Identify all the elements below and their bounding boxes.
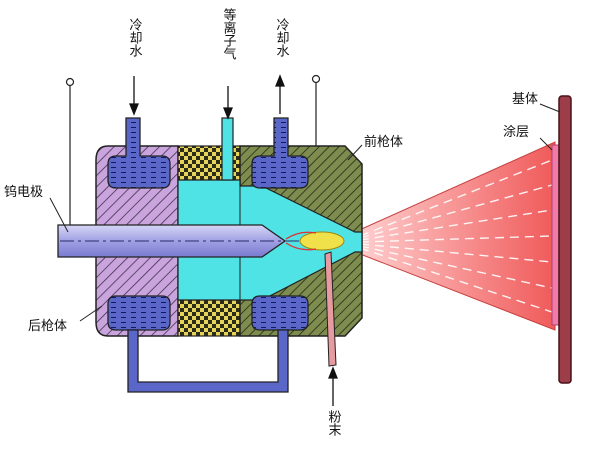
cooling-chamber-rear-top bbox=[107, 117, 171, 189]
label-cooling-water-right: 冷却水 bbox=[274, 18, 290, 57]
label-substrate: 基体 bbox=[512, 92, 538, 107]
label-tungsten-electrode: 钨电极 bbox=[4, 184, 43, 200]
substrate-plate bbox=[558, 95, 572, 384]
cooling-chamber-front-top bbox=[251, 117, 309, 189]
insulator-bottom bbox=[177, 299, 241, 337]
terminal-front bbox=[311, 74, 321, 84]
cooling-chamber-rear-bottom bbox=[107, 295, 171, 331]
terminal-rear bbox=[65, 77, 75, 87]
powder-tube bbox=[324, 251, 337, 367]
label-cooling-water-left: 冷却水 bbox=[127, 18, 143, 57]
spray-cone bbox=[354, 141, 556, 331]
label-coating: 涂层 bbox=[503, 124, 529, 140]
label-front-gun-body: 前枪体 bbox=[364, 134, 403, 150]
plasma-arc-top bbox=[285, 231, 317, 240]
plasma-jet bbox=[299, 231, 345, 251]
coating-layer bbox=[551, 144, 560, 326]
spray-streaks bbox=[359, 159, 553, 313]
plasma-arc-bottom bbox=[285, 242, 317, 251]
cooling-connector-pipe bbox=[127, 329, 289, 393]
plasma-gas-tube bbox=[221, 117, 234, 181]
flow-arrows bbox=[129, 74, 338, 406]
label-plasma-gas: 等离子气 bbox=[221, 7, 237, 60]
cooling-chamber-front-bottom bbox=[251, 295, 309, 331]
label-rear-gun-body: 后枪体 bbox=[28, 318, 67, 334]
label-powder: 粉末 bbox=[326, 410, 342, 436]
